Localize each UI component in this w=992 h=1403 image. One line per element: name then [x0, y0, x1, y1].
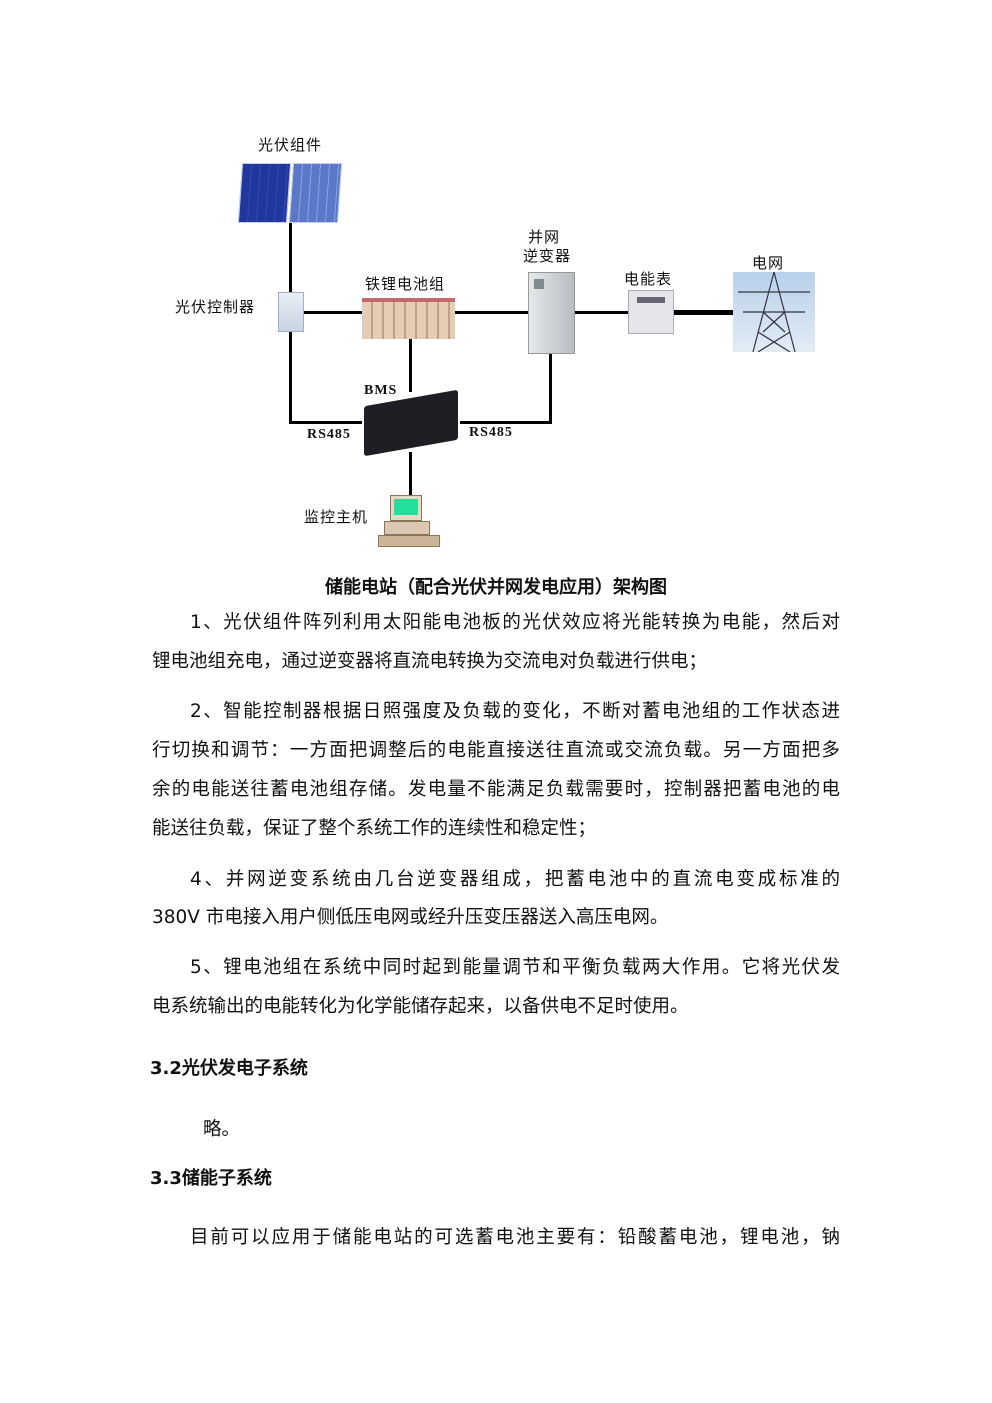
- inverter-image: [528, 272, 575, 354]
- paragraph-1-line: 1、光伏组件阵列利用太阳能电池板的光伏效应将光能转换为电能，然后对: [190, 612, 840, 633]
- energy-meter-image: [628, 290, 674, 334]
- connector-line: [302, 311, 362, 314]
- connector-line: [549, 352, 552, 424]
- rs485-right-label: RS485: [469, 425, 513, 440]
- computer-icon: [378, 495, 440, 547]
- connector-line: [289, 421, 362, 424]
- paragraph-4-line: 4、并网逆变系统由几台逆变器组成，把蓄电池中的直流电变成标准的: [190, 869, 840, 890]
- battery-pack-image: [362, 298, 455, 339]
- paragraph-2-line: 2、智能控制器根据日照强度及负载的变化，不断对蓄电池组的工作状态进: [190, 701, 840, 722]
- meter-label: 电能表: [624, 270, 673, 288]
- connector-line: [289, 330, 292, 424]
- paragraph-5-line: 5、锂电池组在系统中同时起到能量调节和平衡负载两大作用。它将光伏发: [190, 957, 840, 978]
- solar-panel-image: [237, 163, 343, 223]
- paragraph-5-line: 电系统输出的电能转化为化学能储存起来，以备供电不足时使用。: [152, 996, 689, 1017]
- pv-controller-image: [278, 292, 304, 332]
- section-3-3-body: 目前可以应用于储能电站的可选蓄电池主要有：铅酸蓄电池，锂电池，钠: [190, 1227, 840, 1248]
- grid-label: 电网: [752, 254, 785, 272]
- connector-line: [573, 311, 628, 314]
- connector-line: [409, 452, 412, 495]
- paragraph-2-line: 余的电能送往蓄电池组存储。发电量不能满足负载需要时，控制器把蓄电池的电: [152, 779, 840, 800]
- section-3-3-heading: 3.3储能子系统: [150, 1168, 272, 1189]
- pv-module-label: 光伏组件: [258, 136, 323, 154]
- paragraph-2-line: 行切换和调节：一方面把调整后的电能直接送往直流或交流负载。另一方面把多: [152, 740, 840, 761]
- paragraph-1-line: 锂电池组充电，通过逆变器将直流电转换为交流电对负载进行供电；: [152, 651, 708, 672]
- figure-caption: 储能电站（配合光伏并网发电应用）架构图: [325, 577, 667, 598]
- connector-line: [455, 311, 528, 314]
- pv-controller-label: 光伏控制器: [175, 298, 256, 316]
- paragraph-4-line: 380V 市电接入用户侧低压电网或经升压变压器送入高压电网。: [152, 907, 669, 928]
- host-label: 监控主机: [304, 508, 369, 526]
- battery-label: 铁锂电池组: [365, 275, 446, 293]
- section-3-2-heading: 3.2光伏发电子系统: [150, 1058, 308, 1079]
- connector-line: [289, 222, 292, 292]
- section-3-2-body: 略。: [203, 1119, 241, 1140]
- bms-label: BMS: [364, 383, 398, 398]
- bms-device-image: [364, 389, 458, 457]
- connector-line: [460, 421, 552, 424]
- power-grid-tower-image: [733, 272, 815, 352]
- inverter-label-line1: 并网: [528, 228, 561, 246]
- inverter-label-line2: 逆变器: [523, 247, 572, 265]
- connector-line: [409, 334, 412, 392]
- connector-line: [672, 310, 735, 315]
- paragraph-2-line: 能送往负载，保证了整个系统工作的连续性和稳定性；: [152, 818, 597, 839]
- rs485-left-label: RS485: [307, 427, 351, 442]
